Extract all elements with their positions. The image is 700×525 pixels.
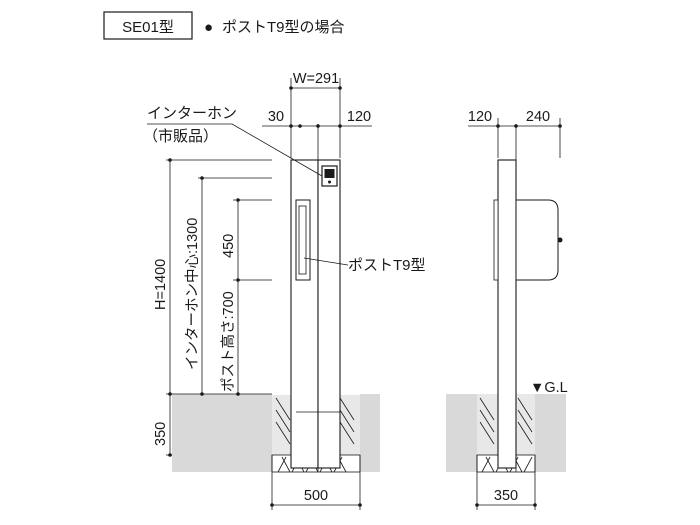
- foundation-depth: 350: [153, 422, 169, 446]
- model-label: SE01型: [122, 19, 174, 36]
- foundation-width-front: 500: [304, 488, 328, 504]
- intercom-center-height: インターホン中心:1300: [184, 218, 201, 370]
- mailbox-side: [515, 199, 559, 281]
- bullet-icon: ●: [204, 19, 213, 36]
- intercom-label-line2: （市販品）: [143, 128, 218, 145]
- post-height: ポスト高さ:700: [220, 291, 237, 392]
- mailbox-slot: [298, 205, 307, 275]
- mailbox-leader: [303, 257, 349, 266]
- height-dims: [166, 159, 272, 395]
- dim-dot: [358, 503, 362, 507]
- dim-dot: [496, 124, 500, 128]
- width-right: 120: [347, 109, 371, 125]
- foundation-hatch-side: [479, 397, 533, 445]
- ground-level-label: ▼G.L: [530, 380, 568, 396]
- dim-dot: [168, 453, 172, 457]
- post-side: [497, 159, 517, 469]
- dim-dot: [270, 503, 274, 507]
- dim-dot: [200, 392, 204, 396]
- dim-dot: [475, 503, 479, 507]
- dim-dot: [289, 86, 293, 90]
- intercom-button: [328, 180, 331, 184]
- dim-dot: [200, 176, 204, 180]
- dim-dot: [514, 124, 518, 128]
- mailbox-front-lip: [493, 199, 499, 281]
- dim-dot: [338, 124, 342, 128]
- dim-dot: [298, 124, 302, 128]
- mailbox-knob: [557, 237, 563, 243]
- height-total: H=1400: [153, 259, 169, 310]
- post-right-front: [317, 159, 341, 469]
- dim-dot: [316, 124, 320, 128]
- intercom-camera: [324, 169, 335, 178]
- width-left: 30: [268, 109, 284, 125]
- dim-dot: [236, 278, 240, 282]
- dim-dot: [236, 392, 240, 396]
- variant-label: ポストT9型の場合: [222, 19, 345, 36]
- foundation-hatch-front: [275, 397, 355, 445]
- depth-left: 120: [468, 109, 492, 125]
- intercom-leader: [147, 123, 323, 177]
- ground-right-front: [360, 394, 380, 472]
- mailbox-height: 450: [221, 234, 237, 258]
- depth-right: 240: [526, 109, 550, 125]
- foundation-width-side: 350: [494, 488, 518, 504]
- dim-dot: [338, 86, 342, 90]
- dim-dot: [236, 198, 240, 202]
- width-total: W=291: [293, 71, 339, 87]
- dim-dot: [289, 124, 293, 128]
- intercom-label-line1: インターホン: [147, 105, 237, 122]
- dim-dot: [558, 124, 562, 128]
- model-label-box: [103, 11, 193, 40]
- mailbox-label: ポストT9型: [348, 257, 426, 274]
- dim-dot: [533, 503, 537, 507]
- dim-dot: [168, 158, 172, 162]
